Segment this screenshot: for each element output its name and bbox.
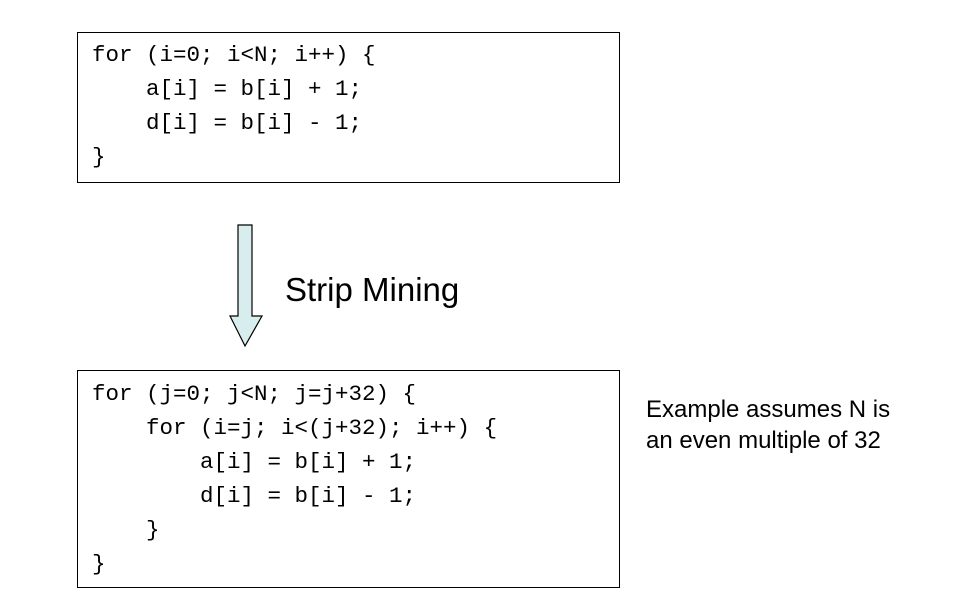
assumption-note: Example assumes N is an even multiple of… [646,394,890,456]
code-line: } [92,144,106,170]
strip-mined-loop-code-box: for (j=0; j<N; j=j+32) { for (i=j; i<(j+… [77,370,620,588]
down-arrow-icon [229,224,264,348]
code-line: a[i] = b[i] + 1; [92,76,363,102]
original-loop-code-box: for (i=0; i<N; i++) { a[i] = b[i] + 1; d… [77,32,620,183]
original-loop-code: for (i=0; i<N; i++) { a[i] = b[i] + 1; d… [78,33,619,174]
code-line: for (j=0; j<N; j=j+32) { [92,381,417,407]
arrow-shape [229,224,264,348]
note-line: Example assumes N is [646,396,891,423]
strip-mined-loop-code: for (j=0; j<N; j=j+32) { for (i=j; i<(j+… [78,371,619,581]
code-line: for (i=j; i<(j+32); i++) { [92,415,498,441]
code-line: for (i=0; i<N; i++) { [92,42,376,68]
code-line: d[i] = b[i] - 1; [92,110,363,136]
code-line: } [92,551,106,577]
code-line: a[i] = b[i] + 1; [92,449,417,475]
note-line: an even multiple of 32 [646,427,881,454]
code-line: } [92,517,160,543]
transformation-label: Strip Mining [285,271,460,308]
code-line: d[i] = b[i] - 1; [92,483,417,509]
